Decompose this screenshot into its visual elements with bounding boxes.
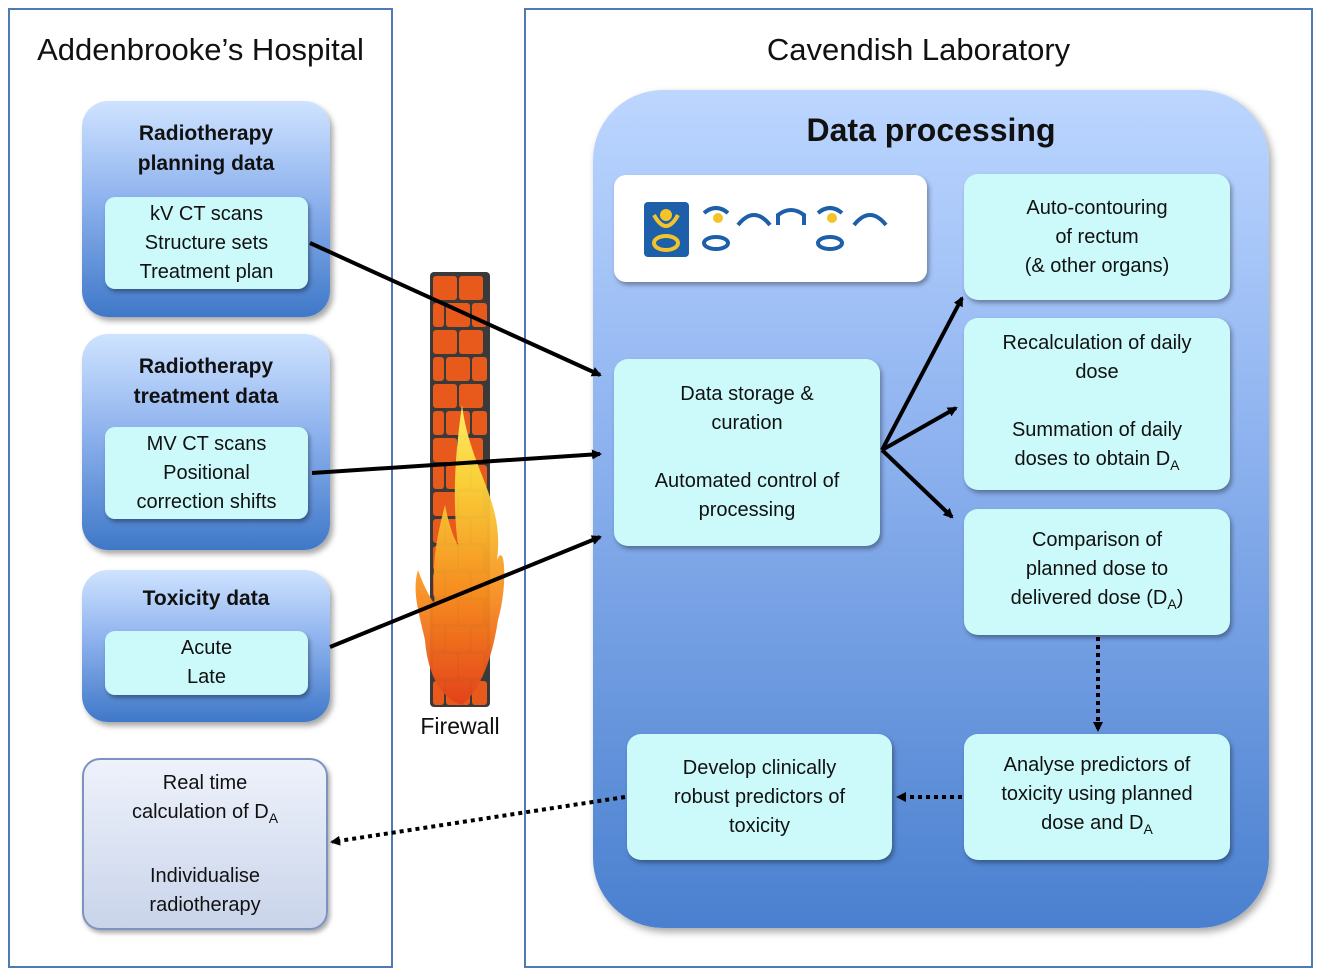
laboratory-title: Cavendish Laboratory (766, 32, 1071, 67)
comparison-box: Comparison of planned dose to delivered … (964, 509, 1230, 635)
flame-icon (415, 405, 505, 705)
arrow-storage-to-autocontour (880, 296, 964, 451)
toxicity-data-heading: Toxicity data (142, 587, 270, 610)
firewall-brick (459, 330, 483, 354)
toxicity-data-group: Toxicity data Acute Late (82, 570, 330, 722)
data-storage-box: Data storage & curation Automated contro… (614, 359, 880, 546)
data-processing-title: Data processing (806, 112, 1056, 148)
firewall-brick (433, 384, 457, 408)
firewall-label: Firewall (420, 713, 500, 739)
arrow-treatment-to-storage (311, 449, 602, 475)
firewall-brick (433, 438, 457, 462)
recalculation-box: Recalculation of daily dose Summation of… (964, 318, 1230, 490)
firewall-brick (433, 357, 444, 381)
planning-data-group: Radiotherapy planning data kV CT scans S… (82, 101, 330, 317)
develop-predictors-box: Develop clinically robust predictors of … (627, 734, 892, 860)
firewall-brick (472, 357, 487, 381)
ganga-logo: ganga (614, 175, 927, 282)
firewall-brick (433, 465, 444, 489)
planning-data-heading: Radiotherapy planning data (137, 122, 275, 175)
firewall-brick (433, 303, 444, 327)
realtime-box: Real time calculation of DA Individualis… (82, 758, 328, 930)
treatment-data-items: MV CT scans Positional correction shifts (105, 427, 308, 519)
arrow-storage-to-recalc (881, 406, 958, 452)
arrow-planning-to-storage (309, 241, 602, 377)
ganga-logo-icon: ganga (644, 202, 888, 257)
firewall-brick (459, 384, 483, 408)
auto-contouring-box: Auto-contouring of rectum (& other organ… (964, 174, 1230, 300)
treatment-data-heading: Radiotherapy treatment data (133, 355, 279, 408)
firewall-brick (433, 276, 457, 300)
firewall-brick (472, 411, 487, 435)
firewall-brick (459, 276, 483, 300)
arrow-toxicity-to-storage (329, 535, 602, 649)
hospital-title: Addenbrooke’s Hospital (37, 32, 364, 67)
analyse-predictors-box: Analyse predictors of toxicity using pla… (964, 734, 1230, 860)
arrow-develop-to-realtime (330, 795, 626, 846)
toxicity-data-items: Acute Late (105, 631, 308, 695)
firewall-brick (446, 357, 470, 381)
planning-data-items: kV CT scans Structure sets Treatment pla… (105, 197, 308, 289)
arrow-storage-to-comparison (880, 448, 954, 519)
firewall-brick (433, 330, 457, 354)
firewall-brick (433, 492, 457, 516)
firewall-brick (433, 411, 444, 435)
treatment-data-group: Radiotherapy treatment data MV CT scans … (82, 334, 330, 550)
